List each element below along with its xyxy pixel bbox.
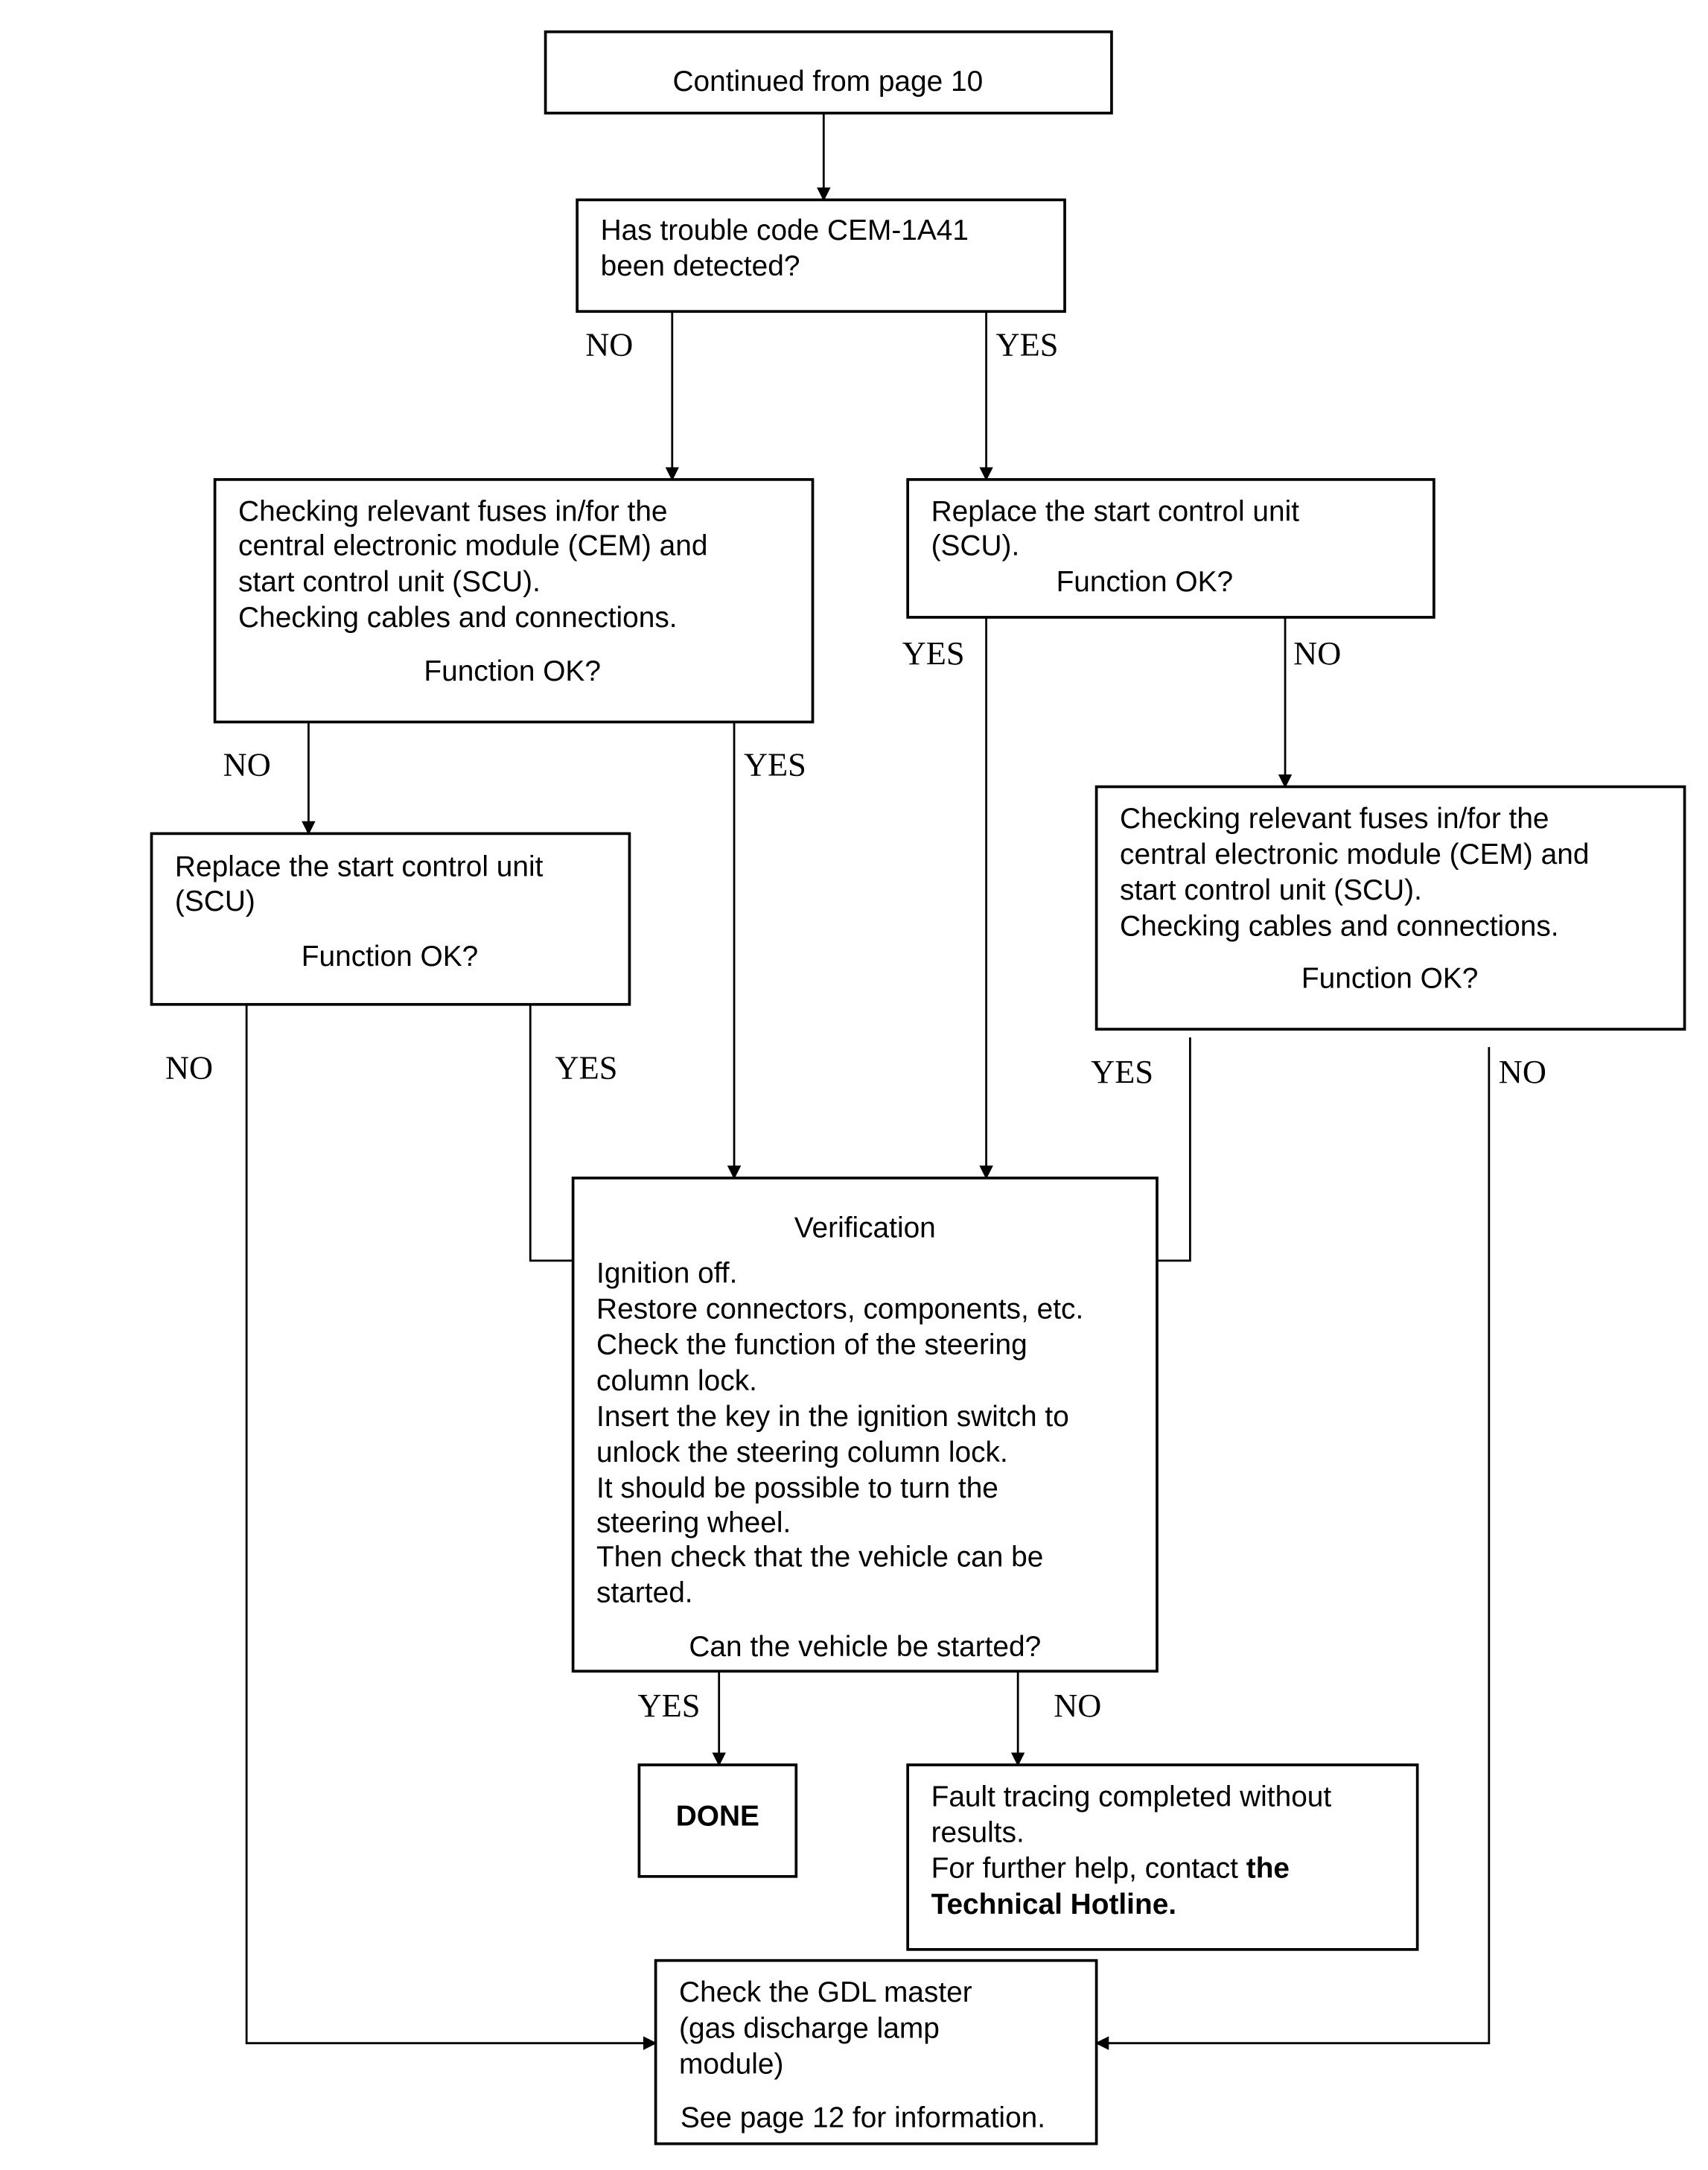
trouble-code-question-box: Has trouble code CEM-1A41 been detected?	[576, 198, 1066, 314]
check-right-line: Checking cables and connections.	[1120, 910, 1559, 942]
done-box: DONE	[637, 1763, 798, 1878]
fault-line: Fault tracing completed without	[931, 1781, 1332, 1813]
verification-title: Verification	[794, 1212, 936, 1244]
check-fuses-left-box: Checking relevant fuses in/for the centr…	[213, 478, 815, 724]
replace-right-line: (SCU).	[931, 530, 1020, 562]
verification-question: Can the vehicle be started?	[689, 1631, 1041, 1663]
check-left-no-label: NO	[223, 746, 271, 783]
verification-no-label: NO	[1054, 1687, 1101, 1724]
replace-right-no-label: NO	[1293, 634, 1341, 672]
check-right-line: Checking relevant fuses in/for the	[1120, 803, 1549, 835]
verification-line: column lock.	[596, 1365, 757, 1397]
fault-line: results.	[931, 1817, 1025, 1849]
gdl-line: Check the GDL master	[679, 1976, 972, 2008]
start-text: Continued from page 10	[672, 66, 983, 98]
replace-right-yes-label: YES	[902, 634, 965, 672]
replace-right-line: Replace the start control unit	[931, 495, 1300, 527]
replace-right-question: Function OK?	[1057, 566, 1234, 598]
replace-left-question: Function OK?	[302, 941, 479, 973]
connectors	[245, 112, 1491, 2050]
replace-scu-right-box: Replace the start control unit (SCU). Fu…	[906, 478, 1435, 619]
verification-line: Ignition off.	[596, 1257, 737, 1289]
q1-line: Has trouble code CEM-1A41	[601, 214, 969, 246]
fault-line: For further help, contact the	[931, 1853, 1290, 1885]
check-left-line: central electronic module (CEM) and	[238, 530, 707, 562]
done-text: DONE	[676, 1800, 759, 1832]
verification-yes-label: YES	[638, 1687, 701, 1724]
check-left-line: Checking relevant fuses in/for the	[238, 495, 668, 527]
gdl-see-page: See page 12 for information.	[681, 2102, 1045, 2134]
check-right-yes-label: YES	[1091, 1053, 1153, 1090]
verification-line: started.	[596, 1577, 693, 1609]
verification-line: unlock the steering column lock.	[596, 1436, 1008, 1469]
check-left-yes-label: YES	[744, 746, 806, 783]
check-left-line: Checking cables and connections.	[238, 602, 678, 634]
q1-yes-label: YES	[996, 325, 1059, 363]
check-fuses-right-box: Checking relevant fuses in/for the centr…	[1094, 785, 1686, 1031]
fault-tracing-box: Fault tracing completed without results.…	[906, 1763, 1419, 1951]
replace-scu-left-box: Replace the start control unit (SCU) Fun…	[150, 832, 631, 1006]
start-box: Continued from page 10	[544, 30, 1113, 115]
check-right-line: start control unit (SCU).	[1120, 874, 1422, 906]
q1-no-label: NO	[585, 325, 633, 363]
replace-left-no-label: NO	[165, 1049, 213, 1086]
check-left-line: start control unit (SCU).	[238, 566, 541, 598]
q1-line: been detected?	[601, 250, 800, 282]
verification-line: Then check that the vehicle can be	[596, 1541, 1043, 1574]
check-right-question: Function OK?	[1301, 963, 1479, 995]
replace-left-line: Replace the start control unit	[175, 851, 544, 883]
fault-contact-bold: the	[1246, 1853, 1290, 1885]
fault-contact-text: For further help, contact	[931, 1853, 1246, 1885]
gdl-line: (gas discharge lamp	[679, 2012, 940, 2044]
check-right-line: central electronic module (CEM) and	[1120, 839, 1589, 871]
verification-line: Restore connectors, components, etc.	[596, 1294, 1083, 1326]
verification-line: It should be possible to turn the	[596, 1472, 998, 1504]
check-right-no-label: NO	[1499, 1053, 1546, 1090]
replace-left-yes-label: YES	[555, 1049, 618, 1086]
verification-line: Insert the key in the ignition switch to	[596, 1401, 1069, 1433]
check-left-question: Function OK?	[424, 655, 601, 687]
verification-box: Verification Ignition off. Restore conne…	[571, 1177, 1159, 1673]
replace-left-line: (SCU)	[175, 885, 255, 917]
technical-hotline-text: Technical Hotline.	[931, 1889, 1177, 1921]
verification-line: Check the function of the steering	[596, 1329, 1027, 1361]
gdl-master-box: Check the GDL master (gas discharge lamp…	[654, 1959, 1098, 2145]
gdl-line: module)	[679, 2048, 783, 2080]
verification-line: steering wheel.	[596, 1506, 791, 1539]
